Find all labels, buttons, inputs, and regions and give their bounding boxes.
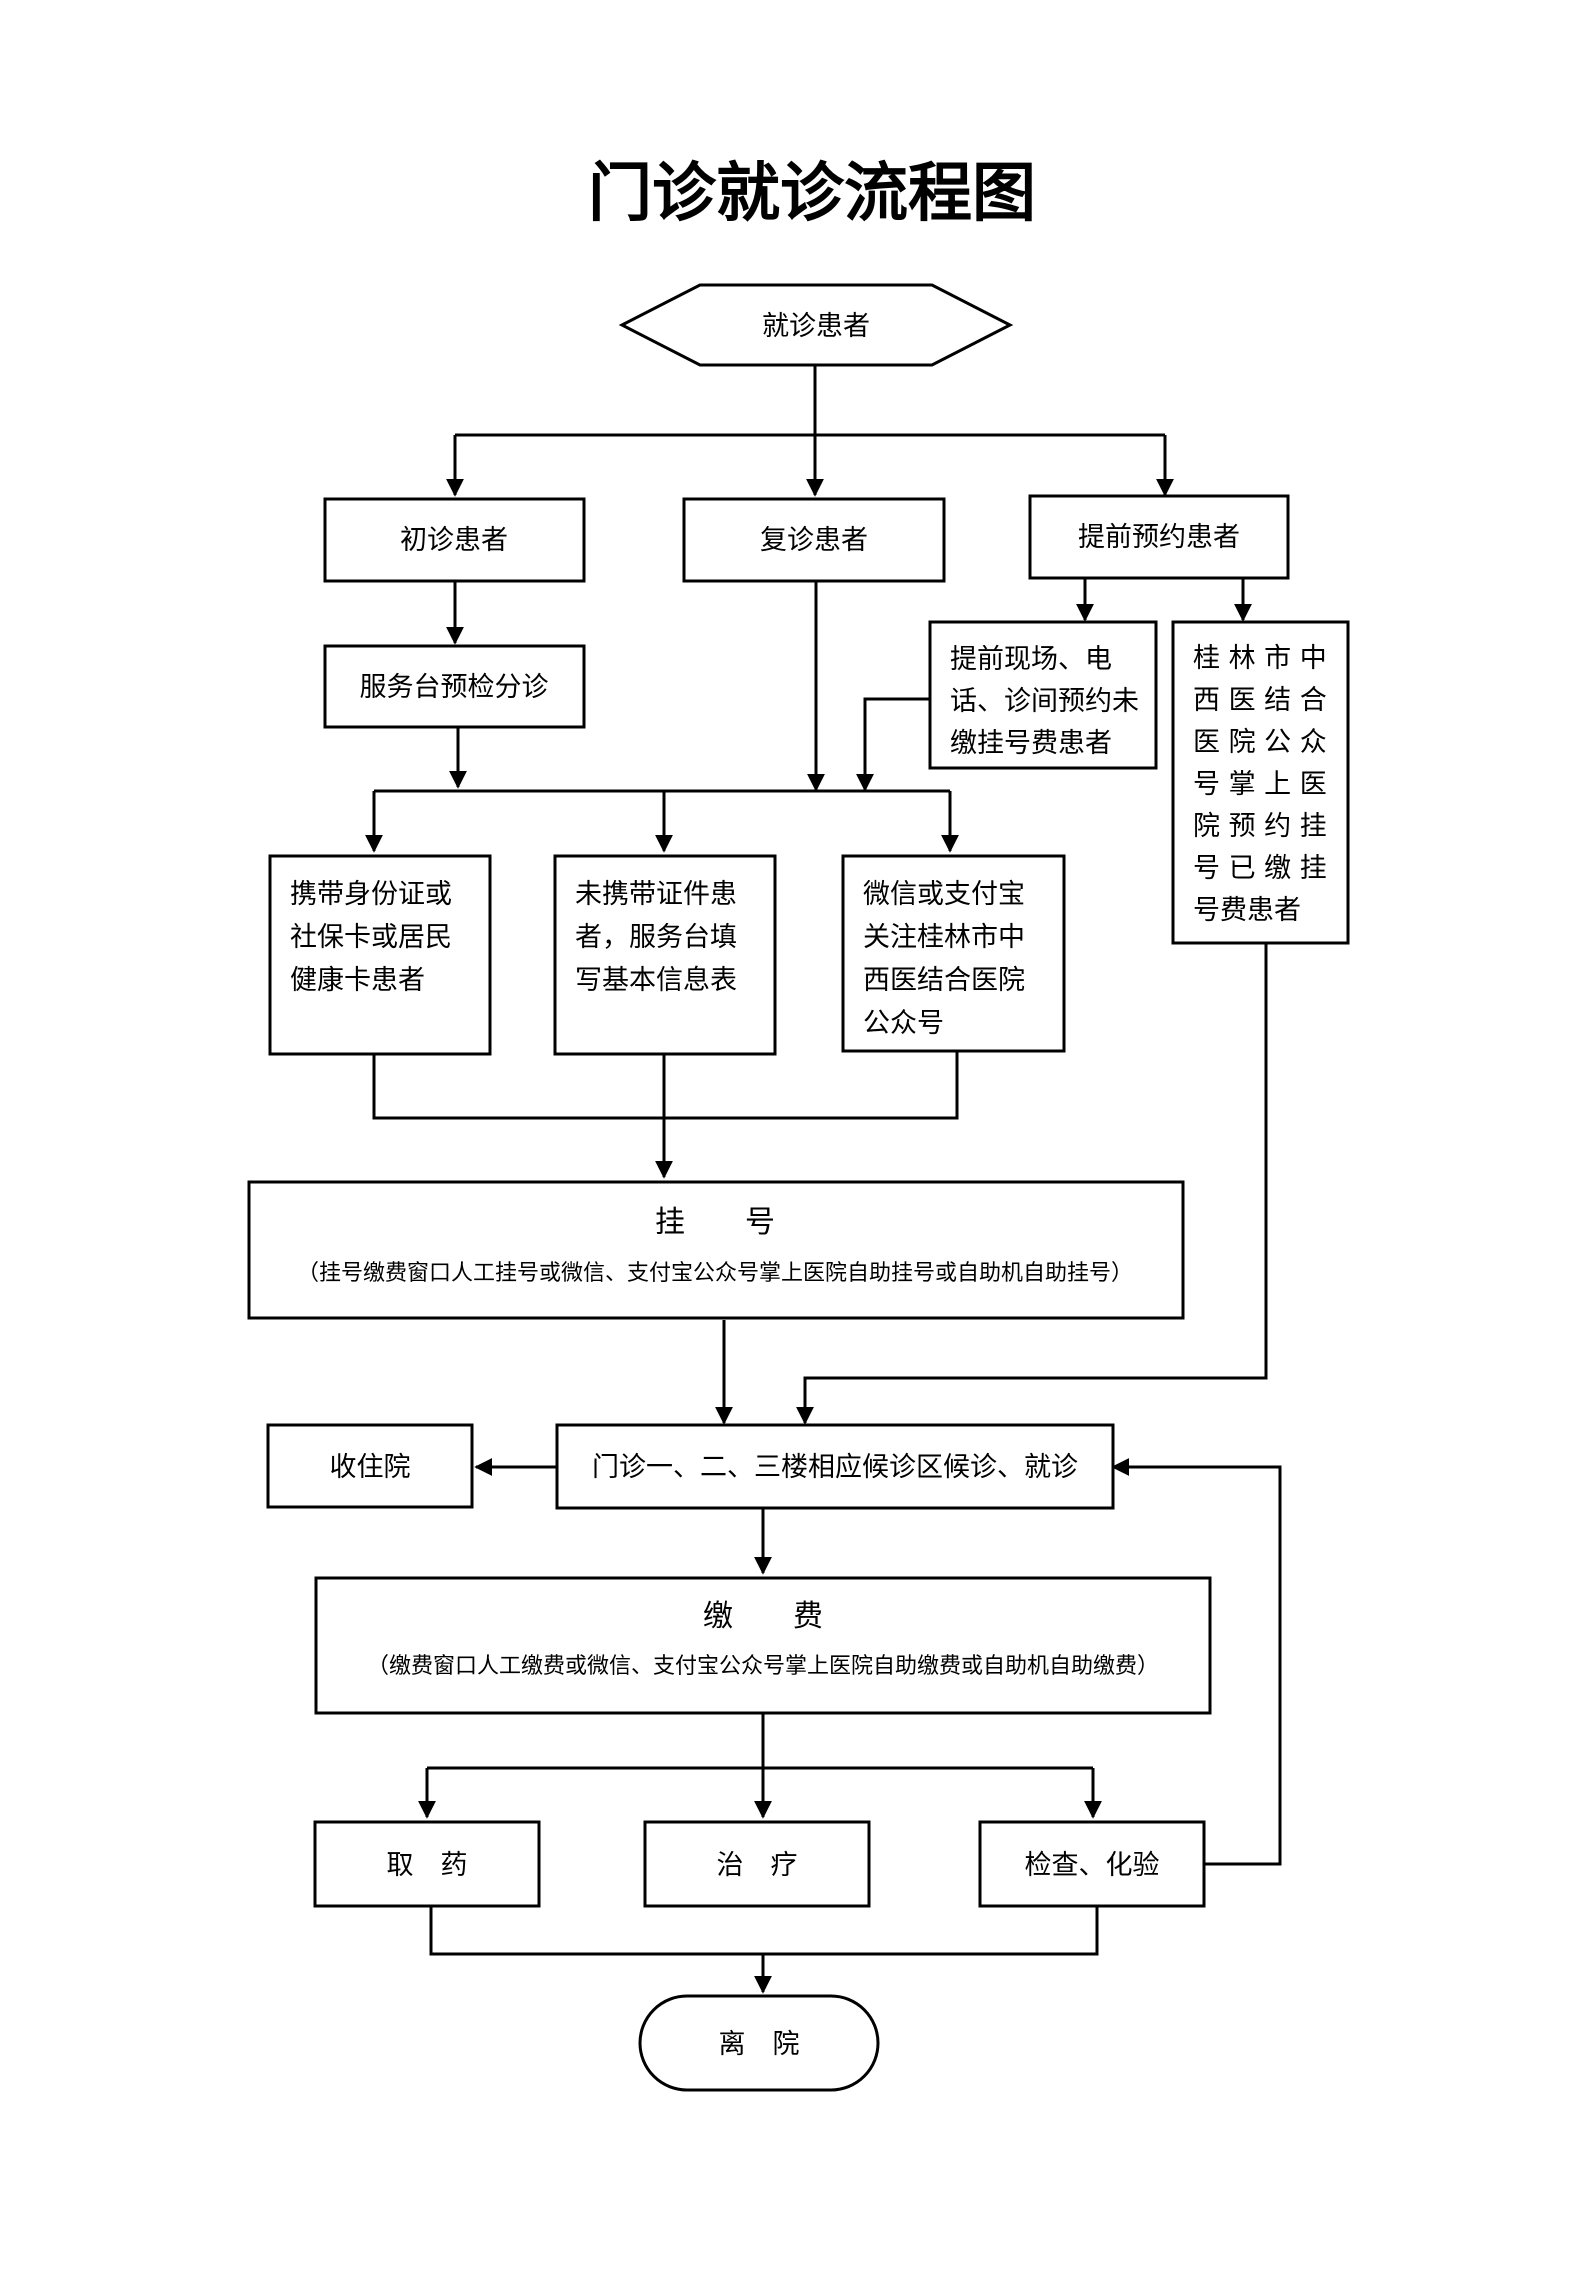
without-id-line: 未携带证件患	[575, 879, 737, 910]
paid-online-node: 桂 林 市 中 西 医 结 合 医 院 公 众 号 掌 上 医 院 预 约 挂 …	[1171, 620, 1350, 945]
page-title: 门诊就诊流程图	[588, 156, 1036, 231]
return-visit-node: 复诊患者	[682, 497, 946, 583]
unpaid-appointment-node: 提前现场、电 话、诊间预约未 缴挂号费患者	[928, 620, 1158, 770]
without-id-label: 未携带证件患 者，服务台填 写基本信息表	[575, 879, 746, 996]
without-id-line: 写基本信息表	[575, 965, 737, 996]
with-id-line: 携带身份证或	[290, 879, 452, 910]
appointment-node: 提前预约患者	[1028, 494, 1290, 580]
pay-node: 缴 费 （缴费窗口人工缴费或微信、支付宝公众号掌上医院自助缴费或自助机自助缴费）	[314, 1576, 1212, 1715]
exam-label: 检查、化验	[1025, 1850, 1160, 1881]
paid-online-line: 桂 林 市 中	[1193, 643, 1327, 674]
appointment-label: 提前预约患者	[1078, 522, 1240, 553]
medicine-node: 取 药	[313, 1820, 541, 1908]
start-label: 就诊患者	[762, 311, 870, 342]
unpaid-appointment-line: 话、诊间预约未	[950, 686, 1139, 717]
paid-online-line: 院 预 约 挂	[1193, 811, 1327, 842]
paid-online-line: 医 院 公 众	[1193, 727, 1327, 758]
exam-node: 检查、化验	[978, 1820, 1206, 1908]
without-id-line: 者，服务台填	[575, 922, 737, 953]
wechat-node: 微信或支付宝 关注桂林市中 西医结合医院 公众号	[841, 854, 1066, 1053]
paid-online-line: 号 已 缴 挂	[1193, 853, 1327, 884]
wechat-line: 微信或支付宝	[863, 879, 1025, 910]
with-id-label: 携带身份证或 社保卡或居民 健康卡患者	[290, 879, 461, 996]
register-node: 挂 号 （挂号缴费窗口人工挂号或微信、支付宝公众号掌上医院自助挂号或自助机自助挂…	[247, 1180, 1185, 1320]
service-desk-node: 服务台预检分诊	[323, 644, 586, 729]
pay-title: 缴 费	[703, 1599, 823, 1634]
leave-node: 离 院	[638, 1994, 880, 2092]
waiting-label: 门诊一、二、三楼相应候诊区候诊、就诊	[592, 1452, 1078, 1483]
waiting-node: 门诊一、二、三楼相应候诊区候诊、就诊	[555, 1423, 1115, 1510]
first-visit-node: 初诊患者	[323, 497, 586, 583]
connectors	[365, 365, 1282, 1994]
register-title: 挂 号	[655, 1205, 775, 1240]
hospitalize-node: 收住院	[266, 1423, 474, 1509]
wechat-line: 西医结合医院	[863, 965, 1025, 996]
wechat-label: 微信或支付宝 关注桂林市中 西医结合医院 公众号	[863, 879, 1034, 1039]
medicine-label: 取 药	[387, 1850, 468, 1881]
with-id-line: 社保卡或居民	[290, 922, 452, 953]
return-visit-label: 复诊患者	[760, 525, 868, 556]
leave-label: 离 院	[719, 2029, 800, 2060]
unpaid-appointment-line: 提前现场、电	[950, 644, 1112, 675]
register-note: （挂号缴费窗口人工挂号或微信、支付宝公众号掌上医院自助挂号或自助机自助挂号）	[297, 1261, 1133, 1286]
service-desk-label: 服务台预检分诊	[360, 672, 549, 703]
paid-online-line: 号 掌 上 医	[1193, 769, 1327, 800]
wechat-line: 关注桂林市中	[863, 922, 1025, 953]
paid-online-line: 西 医 结 合	[1193, 685, 1327, 716]
paid-online-label: 桂 林 市 中 西 医 结 合 医 院 公 众 号 掌 上 医 院 预 约 挂 …	[1193, 643, 1335, 926]
unpaid-appointment-line: 缴挂号费患者	[950, 728, 1112, 759]
paid-online-line: 号费患者	[1193, 895, 1301, 926]
start-node: 就诊患者	[618, 283, 1014, 367]
without-id-node: 未携带证件患 者，服务台填 写基本信息表	[553, 854, 777, 1056]
hospitalize-label: 收住院	[330, 1452, 411, 1483]
pay-note: （缴费窗口人工缴费或微信、支付宝公众号掌上医院自助缴费或自助机自助缴费）	[367, 1654, 1159, 1679]
first-visit-label: 初诊患者	[400, 525, 508, 556]
treatment-label: 治 疗	[717, 1850, 798, 1881]
with-id-node: 携带身份证或 社保卡或居民 健康卡患者	[268, 854, 492, 1056]
wechat-line: 公众号	[863, 1008, 944, 1039]
with-id-line: 健康卡患者	[290, 965, 425, 996]
unpaid-appointment-label: 提前现场、电 话、诊间预约未 缴挂号费患者	[950, 644, 1148, 759]
treatment-node: 治 疗	[643, 1820, 871, 1908]
